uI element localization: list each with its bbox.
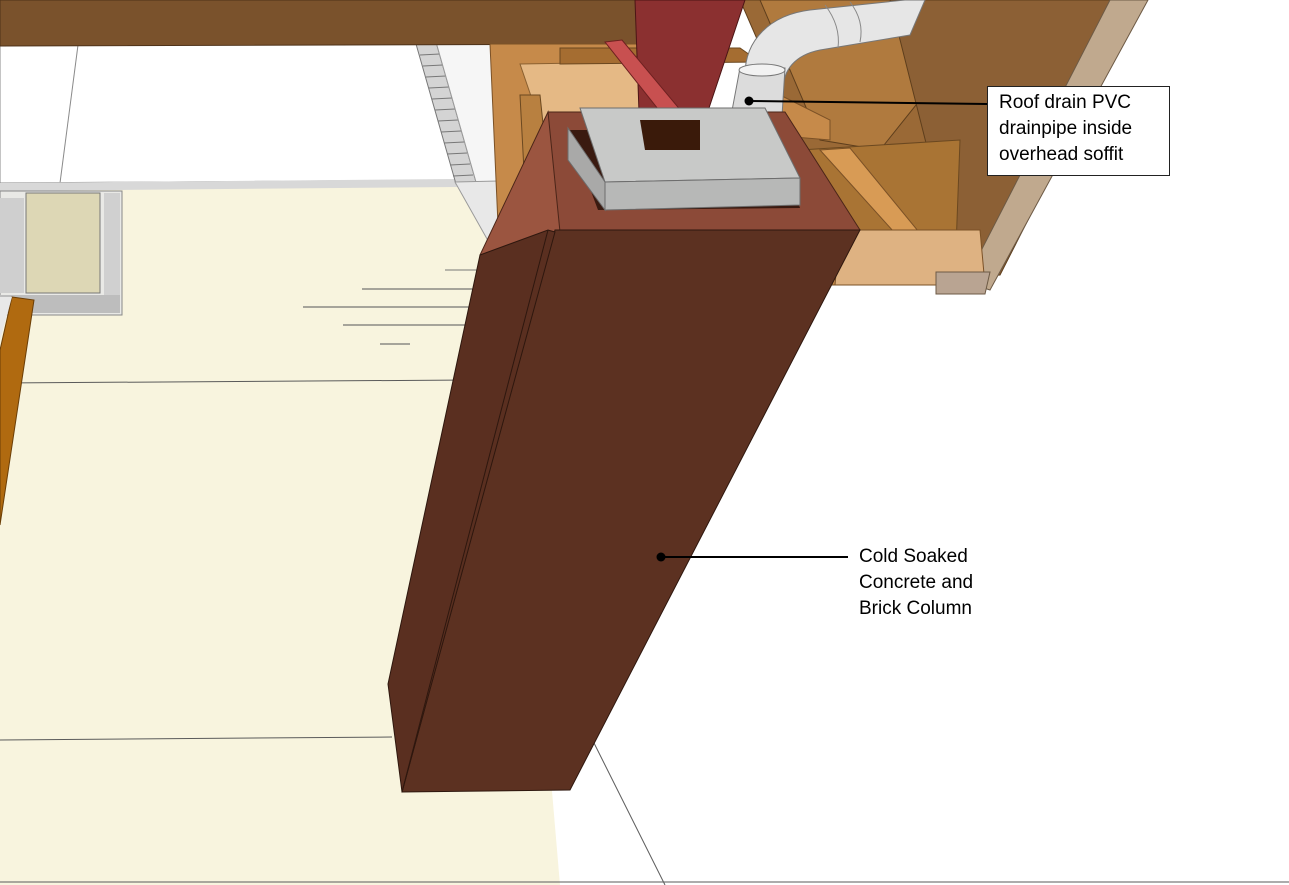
wood-beam <box>0 0 661 47</box>
brick-column <box>387 110 861 793</box>
concrete-block <box>547 107 861 233</box>
column-callout: Cold Soaked Concrete and Brick Column <box>859 546 974 619</box>
leader-lines <box>656 96 988 562</box>
pvc-drainpipe-callout: Roof drain PVC drainpipe inside overhead… <box>987 86 1170 176</box>
